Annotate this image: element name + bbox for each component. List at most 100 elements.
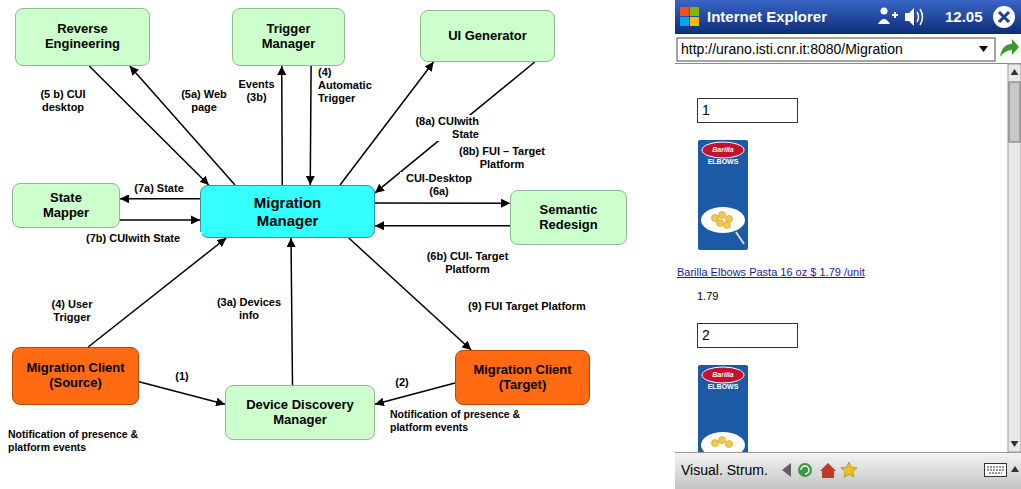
label-slot: Barilla bbox=[698, 146, 748, 154]
label-slot: Notification of presence & platform even… bbox=[8, 428, 140, 453]
label-slot: Barilla bbox=[698, 371, 748, 379]
window-title: Internet Explorer bbox=[707, 8, 827, 26]
icon-part bbox=[920, 9, 923, 25]
bottom-toolbar bbox=[675, 452, 1021, 489]
separator-line bbox=[675, 63, 1021, 64]
keyboard-keys bbox=[987, 467, 1004, 473]
box-label: Migration Manager bbox=[238, 194, 338, 229]
pasta-piece bbox=[717, 220, 724, 227]
fork bbox=[736, 232, 744, 244]
flag-part bbox=[680, 17, 689, 26]
label-slot: (5 b) CUI desktop bbox=[28, 88, 98, 114]
scroll-arrow bbox=[1011, 441, 1019, 447]
close-button bbox=[993, 6, 1015, 28]
connector-arrow bbox=[281, 66, 283, 185]
close-cross bbox=[999, 12, 1009, 22]
label-slot: (5a) Web page bbox=[176, 88, 232, 114]
component-box: Reverse Engineering bbox=[15, 8, 150, 66]
pasta-piece bbox=[719, 212, 726, 219]
edge-label: Events (3b) bbox=[234, 78, 279, 104]
scroll-arrow bbox=[1011, 69, 1019, 75]
pasta-piece bbox=[719, 437, 726, 444]
connector-arrow bbox=[310, 66, 312, 185]
pasta-piece bbox=[726, 441, 733, 448]
refresh-arrow bbox=[801, 466, 809, 474]
url-text: http://urano.isti.cnr.it:8080/Migration bbox=[681, 41, 903, 58]
edge-label: CUI-Desktop (6a) bbox=[400, 172, 478, 198]
label-slot: (6b) CUI- Target Platform bbox=[405, 250, 530, 276]
connector-arrow bbox=[130, 66, 235, 185]
connector-arrow bbox=[120, 198, 200, 200]
label-slot: (2) bbox=[392, 376, 412, 389]
connector-arrow bbox=[139, 382, 225, 404]
edge-label: (1) bbox=[172, 370, 192, 383]
edge-label: (5 b) CUI desktop bbox=[28, 88, 98, 114]
pasta bbox=[712, 437, 733, 448]
edge-label: (4) Automatic Trigger bbox=[318, 66, 380, 106]
box-label: UI Generator bbox=[448, 29, 527, 44]
pasta-box-image bbox=[698, 140, 748, 250]
label-slot: 12.05 bbox=[945, 8, 983, 26]
label-slot: Events (3b) bbox=[234, 78, 279, 104]
box-label: Semantic Redesign bbox=[526, 203, 611, 233]
refresh-icon bbox=[798, 463, 812, 477]
pasta-piece bbox=[724, 222, 731, 229]
connector-arrow bbox=[120, 219, 200, 221]
edge-label: (2) bbox=[392, 376, 412, 389]
component-box: Device Discovery Manager bbox=[225, 385, 375, 440]
connector-arrow bbox=[375, 383, 455, 404]
label-slot: (7b) CUIwith State bbox=[86, 232, 202, 245]
input-value: 2 bbox=[702, 327, 710, 344]
flag-part bbox=[690, 7, 699, 16]
annotation-note: Notification of presence & platform even… bbox=[390, 408, 522, 433]
annotation-note: Notification of presence & platform even… bbox=[8, 428, 140, 453]
icon-part bbox=[881, 8, 888, 15]
edge-label: (8a) CUIwith State bbox=[395, 115, 479, 141]
edge-label: (9) FUI Target Platform bbox=[468, 300, 586, 313]
home-icon bbox=[820, 463, 836, 478]
product-brand: Barilla bbox=[698, 146, 748, 154]
edge-label: (8b) FUI – Target Platform bbox=[442, 145, 562, 171]
edge-label: (5a) Web page bbox=[176, 88, 232, 114]
windows-flag bbox=[680, 7, 699, 26]
component-box: Trigger Manager bbox=[232, 8, 345, 66]
connector-arrow bbox=[88, 238, 226, 347]
price-text: 1.79 bbox=[697, 290, 718, 303]
label-slot: (3a) Devices info bbox=[212, 296, 286, 322]
title-bar bbox=[675, 0, 1021, 34]
back-icon bbox=[782, 463, 791, 477]
client-box: Migration Client (Target) bbox=[455, 350, 590, 405]
label-slot: (8a) CUIwith State bbox=[395, 115, 479, 141]
menu-text: Visual. Strum. bbox=[681, 462, 768, 479]
plate bbox=[701, 207, 745, 233]
component-box: UI Generator bbox=[420, 10, 555, 62]
icon-part bbox=[894, 12, 896, 18]
box-label: State Mapper bbox=[35, 191, 97, 221]
quantity-input bbox=[698, 324, 798, 348]
label-slot: http://urano.isti.cnr.it:8080/Migration bbox=[681, 41, 903, 58]
label-slot: 1 bbox=[702, 102, 710, 119]
label-slot: (7a) State bbox=[126, 182, 192, 195]
icon-part bbox=[878, 19, 890, 24]
keyboard-icon bbox=[985, 464, 1007, 477]
client-box: Migration Client (Source) bbox=[12, 347, 139, 405]
component-box: Semantic Redesign bbox=[510, 190, 627, 245]
central-manager-box: Migration Manager bbox=[200, 185, 375, 238]
box-label: Reverse Engineering bbox=[33, 22, 133, 52]
edge-label: (3a) Devices info bbox=[212, 296, 286, 322]
label-slot: 2 bbox=[702, 327, 710, 344]
edge-label: (7b) CUIwith State bbox=[86, 232, 202, 245]
quantity-input bbox=[698, 99, 798, 123]
input-value: 1 bbox=[702, 102, 710, 119]
icon-part bbox=[905, 8, 914, 26]
label-slot: (4) User Trigger bbox=[36, 298, 108, 324]
toolbar-edge bbox=[675, 452, 1021, 453]
product-link: Barilla Elbows Pasta 16 oz $ 1.79 /unit bbox=[677, 266, 865, 279]
flag-part bbox=[680, 7, 689, 16]
label-slot: (8b) FUI – Target Platform bbox=[442, 145, 562, 171]
label-slot: (9) FUI Target Platform bbox=[468, 300, 586, 313]
pasta bbox=[712, 212, 733, 229]
label-slot: CUI-Desktop (6a) bbox=[400, 172, 478, 198]
label-slot: (1) bbox=[172, 370, 192, 383]
screen-background bbox=[675, 0, 1021, 489]
